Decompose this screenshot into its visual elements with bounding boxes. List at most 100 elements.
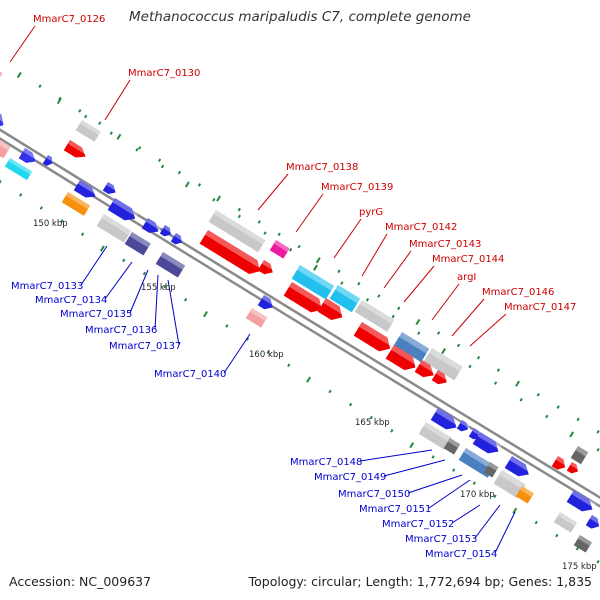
tick-mark [515, 380, 520, 387]
gene-box [61, 192, 91, 216]
gene-shine [77, 180, 99, 196]
gene-arrow [385, 345, 416, 371]
gene-feature [141, 218, 162, 233]
leader-line [257, 173, 289, 211]
gene-shine [447, 438, 461, 448]
tick-mark [496, 368, 501, 372]
gene-label-lower: MmarC7_0154 [425, 549, 497, 560]
tick-mark [177, 170, 182, 175]
gene-shine [249, 308, 268, 321]
tick-mark [576, 417, 580, 422]
gene-feature [354, 299, 395, 332]
gene-feature [257, 260, 276, 275]
gene-box [553, 512, 578, 533]
leader-line [359, 449, 433, 462]
gene-shine [129, 232, 151, 248]
tick-mark [596, 560, 600, 564]
gene-feature [159, 225, 174, 237]
gene-label-lower: MmarC7_0150 [338, 489, 410, 500]
tick-mark [337, 269, 341, 274]
tick-mark [216, 195, 222, 202]
gene-box [515, 486, 534, 504]
tick-mark [555, 533, 559, 538]
gene-feature [414, 360, 438, 378]
gene-shine [570, 462, 581, 471]
tick-mark [237, 207, 241, 212]
gene-label-lower: MmarC7_0140 [154, 369, 226, 380]
gene-label-lower: MmarC7_0137 [109, 341, 181, 352]
gene-label-upper: MmarC7_0142 [385, 222, 457, 233]
tick-mark [16, 72, 22, 79]
tick-mark [0, 180, 2, 187]
tick-mark [536, 392, 540, 397]
gene-shine [22, 148, 39, 160]
leader-line [494, 511, 516, 554]
gene-shine [106, 181, 119, 192]
gene-feature [155, 252, 186, 278]
gene-label-lower: MmarC7_0149 [314, 472, 386, 483]
tick-mark [519, 398, 523, 402]
leader-line [403, 265, 435, 303]
gene-box [245, 308, 268, 328]
genome-backbone [0, 128, 600, 508]
scale-label: 165 kbp [355, 418, 390, 428]
gene-feature [570, 445, 589, 465]
gene-arrow [431, 370, 447, 385]
gene-box [443, 438, 461, 455]
scale-label: 175 kbp [562, 562, 597, 572]
gene-shine [499, 470, 526, 490]
scale-label: 170 kbp [460, 490, 495, 500]
gene-arrow [456, 420, 468, 432]
tick-mark [417, 331, 421, 335]
gene-feature [107, 198, 139, 221]
gene-arrow [353, 322, 391, 352]
leader-line [431, 283, 460, 321]
gene-feature [96, 214, 132, 243]
tick-mark [142, 271, 147, 276]
gene-feature [393, 332, 430, 363]
leader-line [167, 279, 180, 346]
tick-mark [328, 389, 332, 394]
tick-mark [163, 284, 167, 289]
tick-mark [534, 520, 538, 525]
tick-mark [596, 429, 600, 434]
gene-box [124, 232, 151, 256]
gene-arrow [257, 260, 273, 275]
leader-line [361, 233, 388, 277]
gene-feature [0, 110, 8, 129]
tick-mark [225, 324, 229, 328]
tick-mark [472, 481, 476, 485]
gene-label-lower: MmarC7_0134 [35, 295, 107, 306]
tick-mark [397, 306, 401, 311]
gene-shine [577, 535, 592, 546]
gene-feature [472, 431, 503, 454]
gene-shine [509, 455, 533, 473]
leader-line [407, 474, 463, 494]
gene-label-upper: MmarC7_0144 [432, 254, 504, 265]
tick-mark [60, 219, 64, 223]
tick-mark [297, 244, 301, 249]
tick-mark [476, 355, 481, 360]
gene-feature [257, 295, 276, 310]
gene-label-lower: MmarC7_0152 [382, 519, 454, 530]
tick-mark [468, 364, 472, 369]
gene-shine [145, 218, 162, 230]
gene-arrow [283, 282, 322, 313]
leader-line [428, 479, 471, 509]
gene-label-upper: MmarC7_0130 [128, 68, 200, 79]
tick-mark [245, 337, 250, 341]
gene-feature [566, 490, 597, 512]
gene-feature [208, 209, 266, 253]
gene-box [573, 535, 592, 553]
gene-shine [429, 348, 463, 372]
gene-feature [4, 157, 33, 181]
gene-shine [67, 140, 89, 156]
gene-label-upper: MmarC7_0146 [482, 287, 554, 298]
gene-arrow [504, 456, 529, 477]
leader-line [129, 269, 149, 314]
tick-mark [80, 232, 85, 237]
tick-mark [493, 381, 498, 385]
gene-feature [317, 298, 347, 321]
gene-feature [73, 180, 99, 198]
gene-label-lower: MmarC7_0148 [290, 457, 362, 468]
